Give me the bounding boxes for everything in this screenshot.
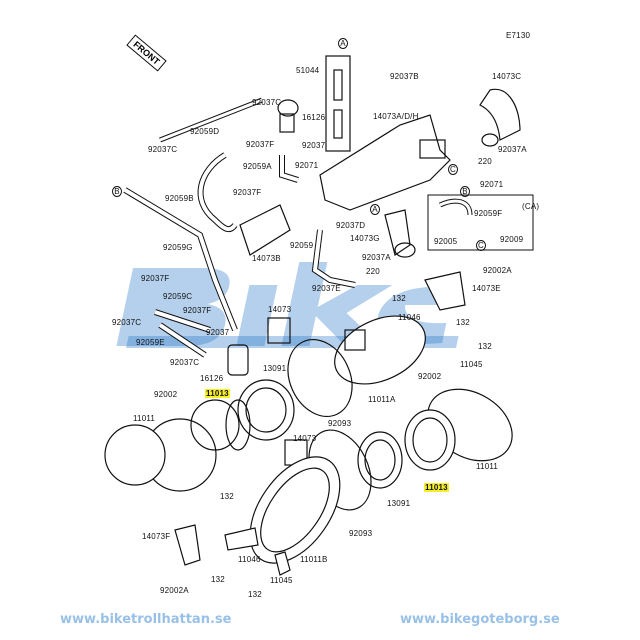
part-label: 14073G [350,234,380,243]
part-label: 92037C [112,318,142,327]
part-label: 92059G [163,243,193,252]
highlighted-part-label: 11013 [205,389,230,398]
part-label: 132 [456,318,470,327]
part-label: 92037E [312,284,341,293]
part-label: 14073B [252,254,281,263]
part-label: 92059D [190,127,220,136]
part-label: 92002A [160,586,189,595]
part-label: 92059E [136,338,165,347]
part-label: 11045 [460,360,483,369]
part-label: 92037B [390,72,419,81]
part-label: 92059C [163,292,193,301]
part-label: 14073 [293,434,317,443]
part-label: 14073 [268,305,292,314]
watermark-url-left: www.biketrollhattan.se [60,612,232,627]
part-label: 11011 [476,462,499,471]
part-label: 132 [478,342,492,351]
part-label: 92037C [252,98,282,107]
part-label: 92059F [474,209,503,218]
callout-b: B [460,186,470,197]
watermark-url-right: www.bikegoteborg.se [400,612,560,627]
part-label: 92093 [328,419,352,428]
part-label: 92037A [498,145,527,154]
highlighted-part-label: 11013 [424,483,449,492]
part-label: 92005 [434,237,458,246]
part-label: 132 [392,294,406,303]
part-label: 92037 [302,141,326,150]
part-label: 92037 [206,328,230,337]
part-label: 14073E [472,284,501,293]
part-label: 132 [220,492,234,501]
part-label: 14073C [492,72,522,81]
part-label: 92002 [418,372,442,381]
part-label: 92037A [362,253,391,262]
part-label: 92009 [500,235,524,244]
part-label: 92059 [290,241,314,250]
part-label: 14073F [142,532,171,541]
part-label: 92037F [233,188,262,197]
part-label: 92002A [483,266,512,275]
callout-a: A [370,204,380,215]
part-label: 13091 [387,499,411,508]
part-label: 92071 [295,161,319,170]
part-label: 11046 [238,555,261,564]
part-label: 132 [211,575,225,584]
part-label: 92037C [148,145,178,154]
callout-c: C [476,240,486,251]
part-label: 51044 [296,66,320,75]
part-label: 11011B [300,555,328,564]
part-label: 92059A [243,162,272,171]
part-label: 220 [366,267,380,276]
part-label: 16126 [200,374,224,383]
region-label: (CA) [522,202,540,211]
part-label: 11046 [398,313,421,322]
part-label: 92002 [154,390,178,399]
part-label: 16126 [302,113,326,122]
part-label: 13091 [263,364,287,373]
part-label: 220 [478,157,492,166]
part-label: 92037D [336,221,366,230]
part-label: 92037F [141,274,170,283]
diagram-code: E7130 [506,31,531,40]
callout-c: C [448,164,458,175]
callout-a: A [338,38,348,49]
part-label: 92037F [183,306,212,315]
part-label: 92037C [170,358,200,367]
part-label: 14073A/D/H [373,112,419,121]
part-label: 92059B [165,194,194,203]
part-label: 11011A [368,395,396,404]
part-label: 11011 [133,414,156,423]
part-label: 132 [248,590,262,599]
part-label: 92093 [349,529,373,538]
part-label: 11045 [270,576,293,585]
callout-b: B [112,186,122,197]
part-label: 92071 [480,180,504,189]
part-label: 92037F [246,140,275,149]
